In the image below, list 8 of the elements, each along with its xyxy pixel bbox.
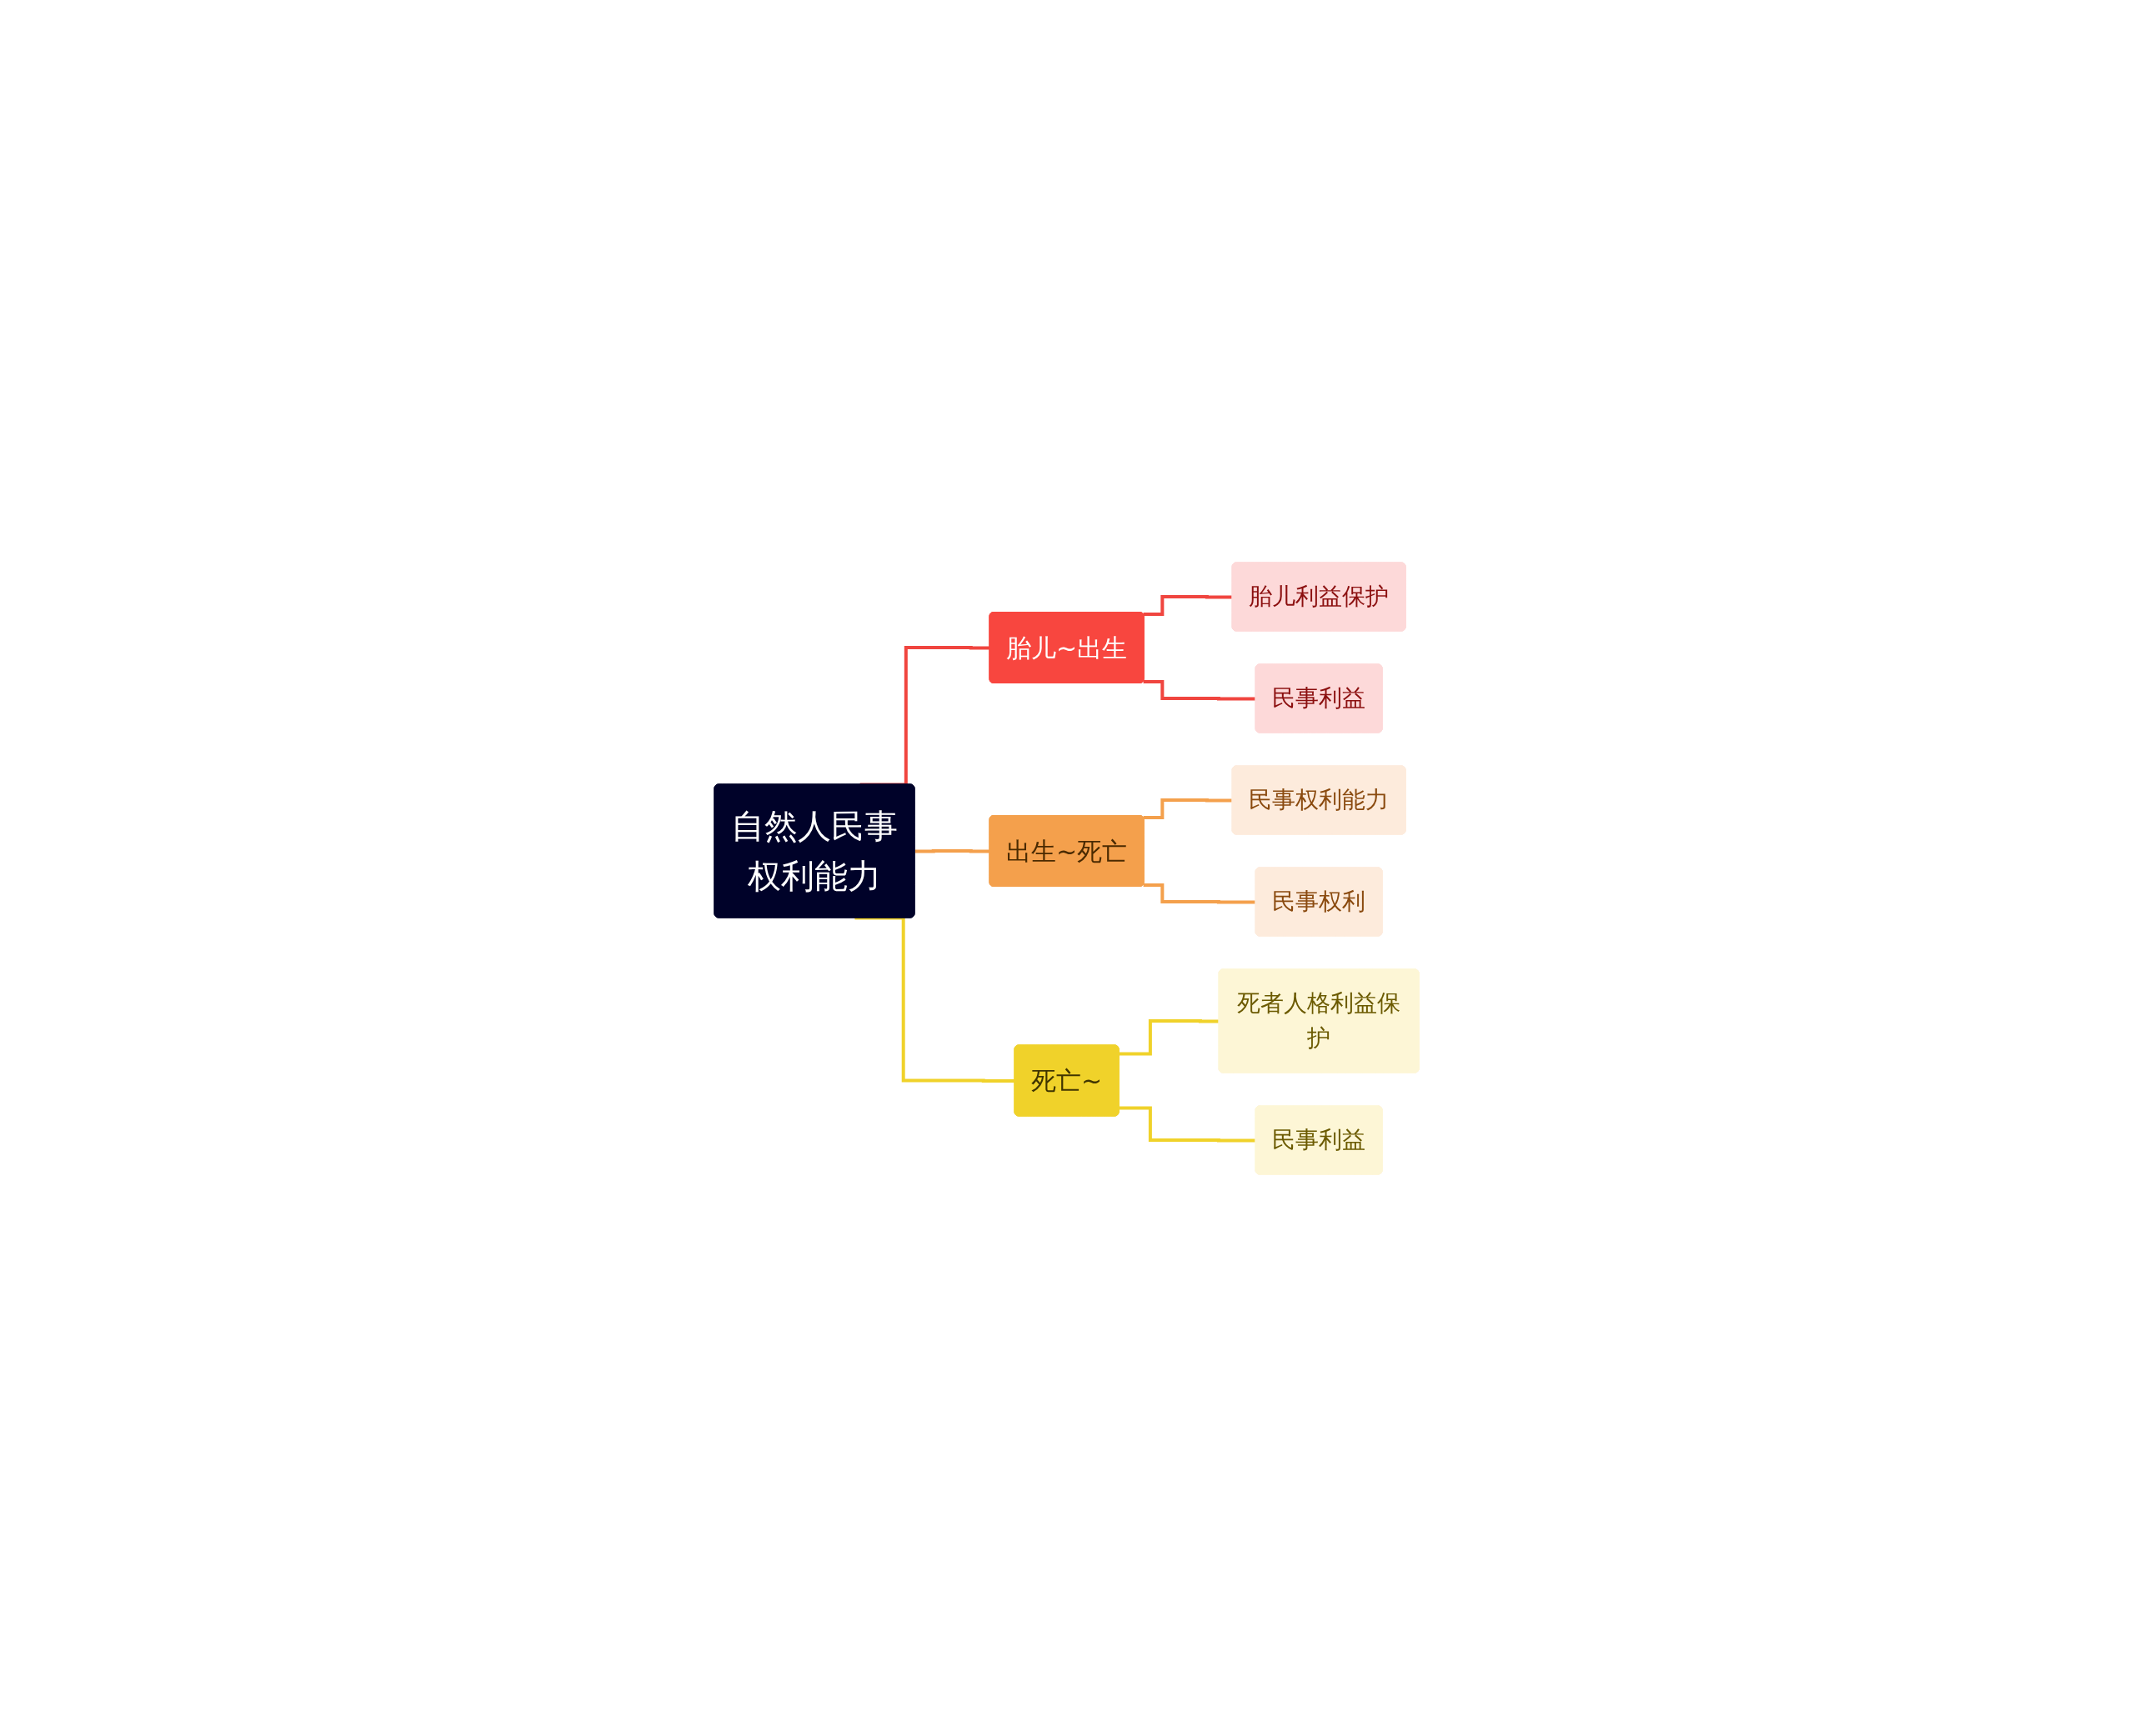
connector: [854, 916, 1015, 1083]
connector: [1120, 1106, 1257, 1142]
connector: [1144, 883, 1257, 903]
connector: [1144, 594, 1234, 616]
connector: [1120, 1018, 1220, 1055]
connector: [914, 848, 990, 853]
connector: [1144, 798, 1234, 819]
connector: [1144, 679, 1257, 700]
